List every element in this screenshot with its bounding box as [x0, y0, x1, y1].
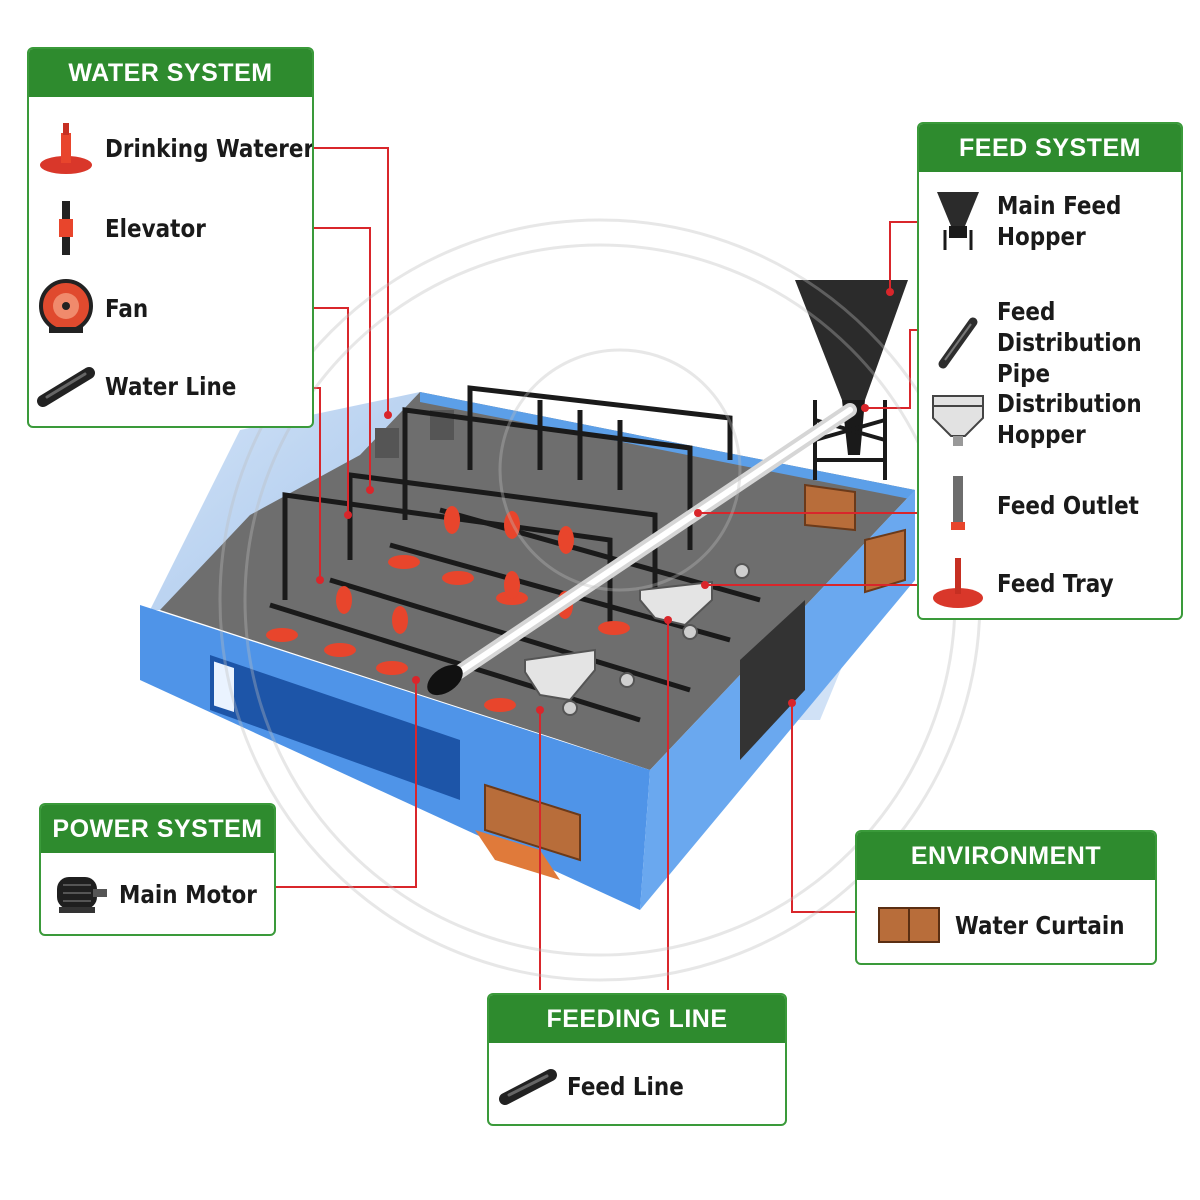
window-strip: [210, 655, 460, 800]
legend-item-distribution-hopper: Distribution Hopper: [927, 388, 1181, 450]
environment-control-panel: ENVIRONMENT CONTROL Water Curtain: [855, 830, 1157, 965]
legend-label: Fan: [105, 293, 149, 323]
legend-item-feed-tray: Feed Tray: [927, 552, 1133, 614]
legend-label: Feed Outlet: [997, 490, 1139, 520]
legend-label: Feed Line: [567, 1071, 684, 1101]
legend-label: Main Motor: [119, 879, 257, 909]
feed-system-panel: FEED SYSTEM Main Feed Hopper Feed Distri…: [917, 122, 1183, 620]
legend-item-elevator: Elevator: [35, 197, 222, 259]
power-system-panel: POWER SYSTEM Main Motor: [39, 803, 276, 936]
feed-tray-icon: [933, 558, 983, 608]
power-system-title: POWER SYSTEM: [41, 805, 274, 853]
legend-label: Water Curtain: [955, 910, 1125, 940]
legend-label: Feed Tray: [997, 568, 1114, 598]
feed-system-title: FEED SYSTEM: [919, 124, 1181, 172]
legend-label: Distribution Hopper: [997, 389, 1142, 449]
legend-label: Elevator: [105, 213, 206, 243]
feed-line-icon: [499, 1069, 557, 1105]
main-feed-hopper-icon: [937, 192, 979, 250]
fan-icon: [39, 279, 93, 333]
legend-item-water-curtain: Water Curtain: [871, 894, 1152, 956]
legend-item-water-line: Water Line: [35, 355, 258, 417]
legend-item-feed-line: Feed Line: [497, 1055, 703, 1117]
distribution-hopper: [524, 580, 713, 702]
feeding-line-panel: FEEDING LINE Feed Line: [487, 993, 787, 1126]
legend-item-feed-distribution-pipe: Feed Distribution Pipe: [927, 296, 1181, 389]
end-wall-dark: [740, 600, 805, 760]
water-system-panel: WATER SYSTEM Drinking Waterer Elevator F…: [27, 47, 314, 428]
legend-item-fan: Fan: [35, 277, 155, 339]
feeding-line-title: FEEDING LINE: [489, 995, 785, 1043]
motor-icon: [57, 877, 107, 913]
legend-item-drinking-waterer: Drinking Waterer: [35, 117, 314, 179]
water-curtain-pad: [484, 483, 906, 862]
water-system-title: WATER SYSTEM: [29, 49, 312, 97]
distribution-hopper-icon: [932, 395, 984, 446]
legend-item-main-motor: Main Motor: [49, 863, 274, 925]
feed-outlet-icon: [951, 476, 965, 530]
water-line-icon: [37, 367, 95, 407]
legend-label: Feed Distribution Pipe: [997, 297, 1142, 388]
main-motor: [427, 664, 463, 696]
entrance-ramp: [475, 830, 560, 880]
environment-control-title: ENVIRONMENT CONTROL: [857, 832, 1155, 918]
legend-label: Water Line: [105, 371, 237, 401]
drinking-waterer-icon: [40, 123, 92, 174]
legend-label: Main Feed Hopper: [997, 191, 1122, 251]
legend-label: Drinking Waterer: [105, 133, 314, 163]
legend-item-main-feed-hopper: Main Feed Hopper: [927, 190, 1181, 252]
main-feed-hopper: [795, 280, 908, 480]
legend-item-feed-outlet: Feed Outlet: [927, 474, 1162, 536]
water-curtain-icon: [878, 907, 940, 943]
elevator-icon: [59, 201, 73, 255]
leader-dots: [316, 288, 894, 714]
feed-distribution-pipe-icon: [938, 317, 978, 368]
feed-line-end: [562, 563, 750, 716]
